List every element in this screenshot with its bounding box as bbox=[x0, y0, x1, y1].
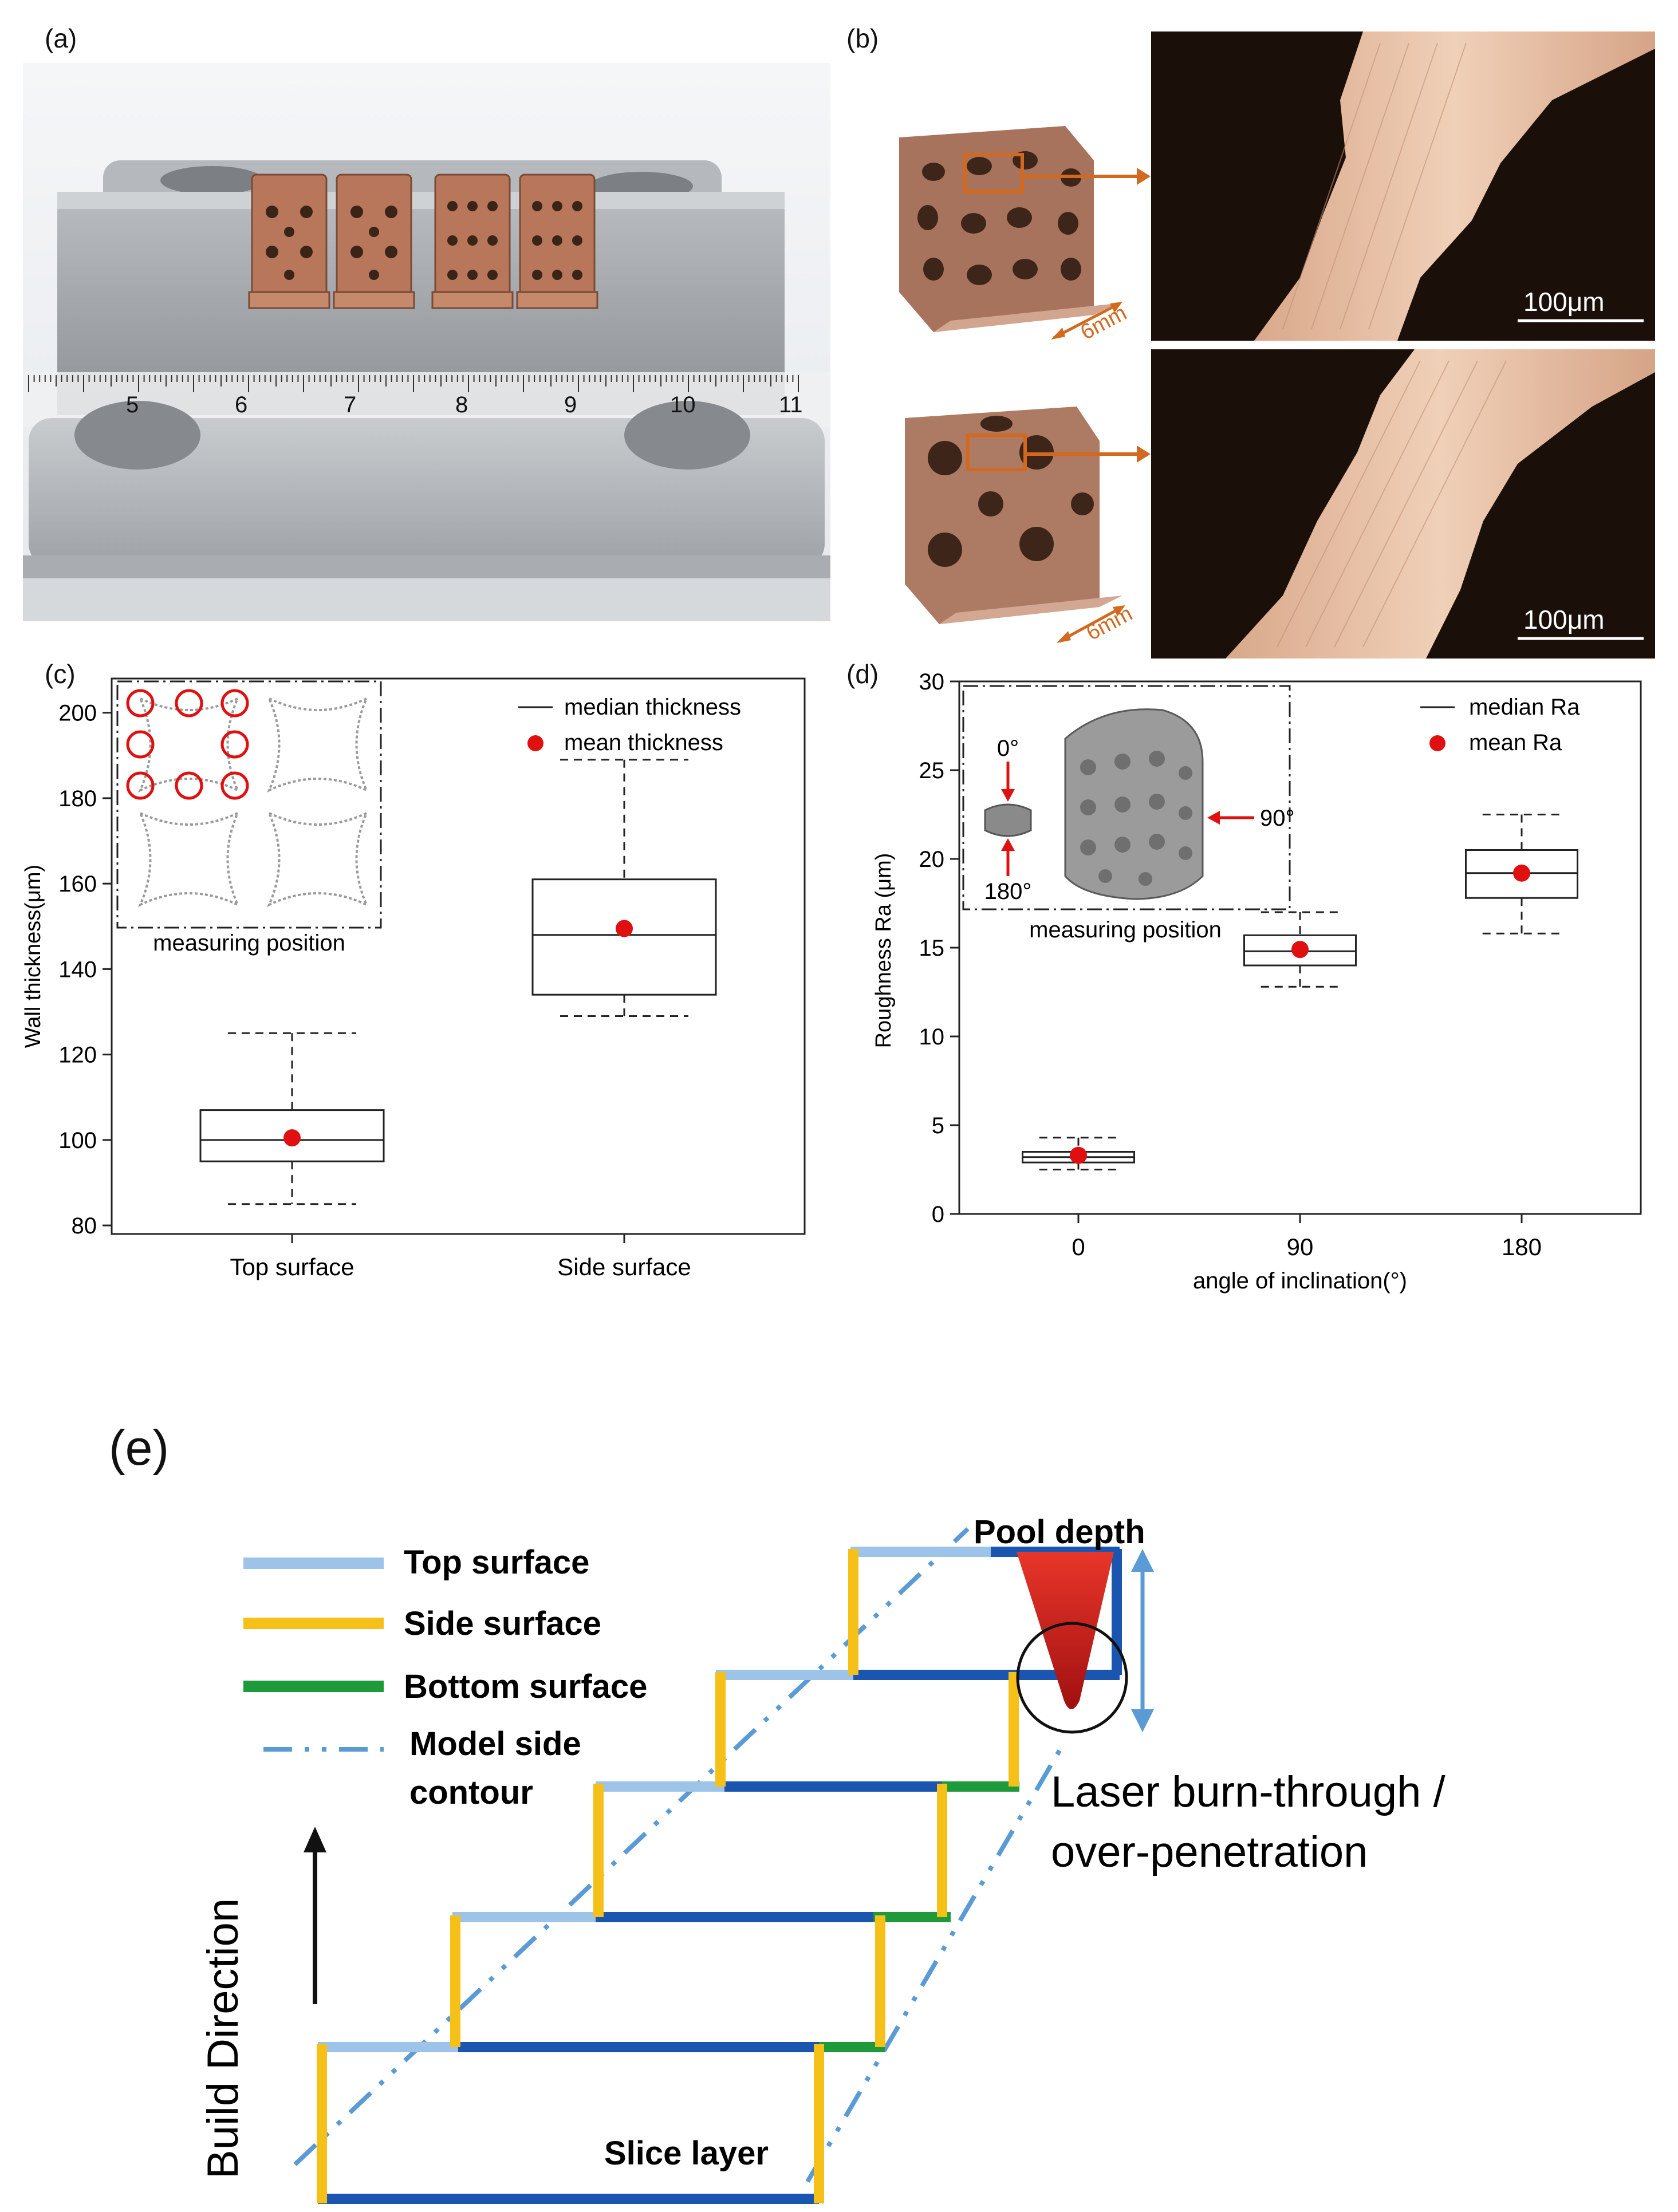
burn-through-circle bbox=[1016, 1622, 1128, 1734]
y-tick-label: 0 bbox=[932, 1202, 944, 1227]
arrow-head-icon bbox=[1137, 168, 1151, 185]
panel-label-b: (b) bbox=[846, 23, 879, 53]
gyroid-sample-photo: 6mm bbox=[848, 63, 1145, 349]
micrograph-bottom: 100μm bbox=[1151, 349, 1655, 659]
legend-mean-swatch bbox=[1429, 735, 1445, 751]
connector-arrow-top bbox=[1022, 175, 1148, 178]
arrow-down-icon bbox=[1001, 789, 1015, 802]
legend-label: Side surface bbox=[404, 1605, 601, 1642]
y-tick-label: 30 bbox=[919, 669, 945, 695]
y-tick-label: 200 bbox=[58, 701, 97, 726]
scalebar-label-top: 100μm bbox=[1523, 287, 1605, 317]
micrograph-top: 100μm bbox=[1151, 31, 1655, 341]
arrow-head-icon bbox=[1137, 445, 1151, 463]
legend-item: median Ra bbox=[1469, 695, 1580, 720]
build-direction-label: Build Direction bbox=[199, 1898, 247, 2179]
y-tick-label: 80 bbox=[72, 1213, 97, 1239]
slice-layer-label: Slice layer bbox=[604, 2135, 769, 2172]
connector-arrow-bottom bbox=[1025, 452, 1148, 456]
mean-point bbox=[1070, 1146, 1087, 1164]
melt-pool bbox=[1017, 1552, 1114, 1709]
legend-label: Bottom surface bbox=[404, 1668, 647, 1705]
panel-label-a: (a) bbox=[45, 23, 77, 53]
y-tick-label: 25 bbox=[919, 758, 945, 783]
ruler-number: 7 bbox=[344, 392, 357, 417]
arrow-left-icon bbox=[1207, 811, 1220, 825]
inset-label-90deg: 90° bbox=[1260, 806, 1295, 831]
inset-label-180deg: 180° bbox=[984, 879, 1032, 904]
inset-measuring-position: 0° 180° 90° measuring position bbox=[962, 685, 1295, 943]
scalebar-label-bottom: 100μm bbox=[1523, 605, 1605, 634]
burn-through-label-line2: over-penetration bbox=[1051, 1828, 1368, 1876]
arrow-up-icon bbox=[1001, 838, 1015, 851]
primitive-sample-photo: 6mm bbox=[848, 355, 1145, 653]
inset-measuring-position: measuring position bbox=[116, 680, 382, 956]
y-tick-label: 180 bbox=[58, 786, 97, 811]
inset-caption: measuring position bbox=[1029, 917, 1222, 943]
mean-point bbox=[616, 920, 633, 937]
ruler-labels: 5 6 7 8 9 10 11 bbox=[23, 392, 830, 427]
legend-mean-swatch bbox=[527, 735, 543, 751]
mean-point bbox=[283, 1129, 301, 1147]
legend-item: median thickness bbox=[564, 695, 741, 720]
x-tick-label: 0 bbox=[1072, 1233, 1085, 1260]
ruler-number: 8 bbox=[455, 392, 468, 417]
inset-caption: measuring position bbox=[153, 930, 345, 956]
ruler-number: 10 bbox=[670, 392, 696, 417]
roughness-chart: 0 5 10 15 20 25 30 0 90 180 Roughness Ra (μm) an… bbox=[872, 669, 1642, 1294]
mean-point bbox=[1513, 864, 1530, 882]
x-tick-label: Top surface bbox=[230, 1253, 354, 1280]
model-side-contour-right bbox=[805, 1739, 1068, 2183]
y-tick-label: 10 bbox=[919, 1024, 945, 1050]
build-plate-photo: 5 6 7 8 9 10 11 bbox=[23, 63, 830, 621]
panel-label-e: (e) bbox=[109, 1421, 170, 1476]
y-tick-label: 160 bbox=[58, 872, 97, 897]
model-side-contour-left bbox=[293, 1527, 970, 2166]
mean-point bbox=[1291, 941, 1309, 959]
burn-through-label-line1: Laser burn-through / bbox=[1051, 1768, 1446, 1816]
ruler-number: 5 bbox=[126, 392, 139, 417]
y-tick-label: 5 bbox=[932, 1113, 944, 1138]
legend-label: Model side bbox=[409, 1725, 581, 1762]
y-axis-label: Wall thickness(μm) bbox=[21, 865, 45, 1048]
x-tick-label: 180 bbox=[1502, 1233, 1542, 1260]
arrow-down-icon bbox=[1131, 1709, 1154, 1732]
layer-stack bbox=[317, 1547, 1122, 2204]
plot-frame bbox=[111, 677, 806, 1235]
arrow-up-icon bbox=[304, 1827, 326, 1852]
slice-layer-diagram: Top surface Side surface Bottom surface … bbox=[199, 1513, 1446, 2204]
ruler-number: 6 bbox=[235, 392, 248, 417]
x-axis-label: angle of inclination(°) bbox=[1193, 1268, 1407, 1294]
wall-thickness-chart: 80 100 120 140 160 180 200 Top surface Side sur… bbox=[21, 677, 806, 1280]
legend-item: mean thickness bbox=[564, 730, 723, 755]
arrow-up-icon bbox=[1131, 1549, 1154, 1572]
legend-label: contour bbox=[409, 1774, 533, 1811]
legend-item: mean Ra bbox=[1469, 730, 1562, 755]
x-tick-label: Side surface bbox=[557, 1253, 691, 1280]
x-tick-label: 90 bbox=[1287, 1233, 1314, 1260]
panel-label-d: (d) bbox=[846, 659, 879, 689]
y-tick-label: 120 bbox=[58, 1043, 97, 1068]
panel-label-c: (c) bbox=[45, 659, 76, 689]
inset-label-0deg: 0° bbox=[997, 736, 1019, 761]
y-axis-label: Roughness Ra (μm) bbox=[872, 853, 896, 1048]
y-tick-label: 100 bbox=[58, 1128, 97, 1153]
y-tick-label: 20 bbox=[919, 847, 945, 872]
y-tick-label: 140 bbox=[58, 957, 97, 982]
ruler-number: 11 bbox=[779, 392, 803, 417]
pool-depth-label: Pool depth bbox=[974, 1513, 1145, 1551]
legend-label: Top surface bbox=[404, 1544, 589, 1581]
ruler-number: 9 bbox=[564, 392, 577, 417]
y-tick-label: 15 bbox=[919, 936, 945, 961]
box bbox=[199, 1109, 385, 1162]
